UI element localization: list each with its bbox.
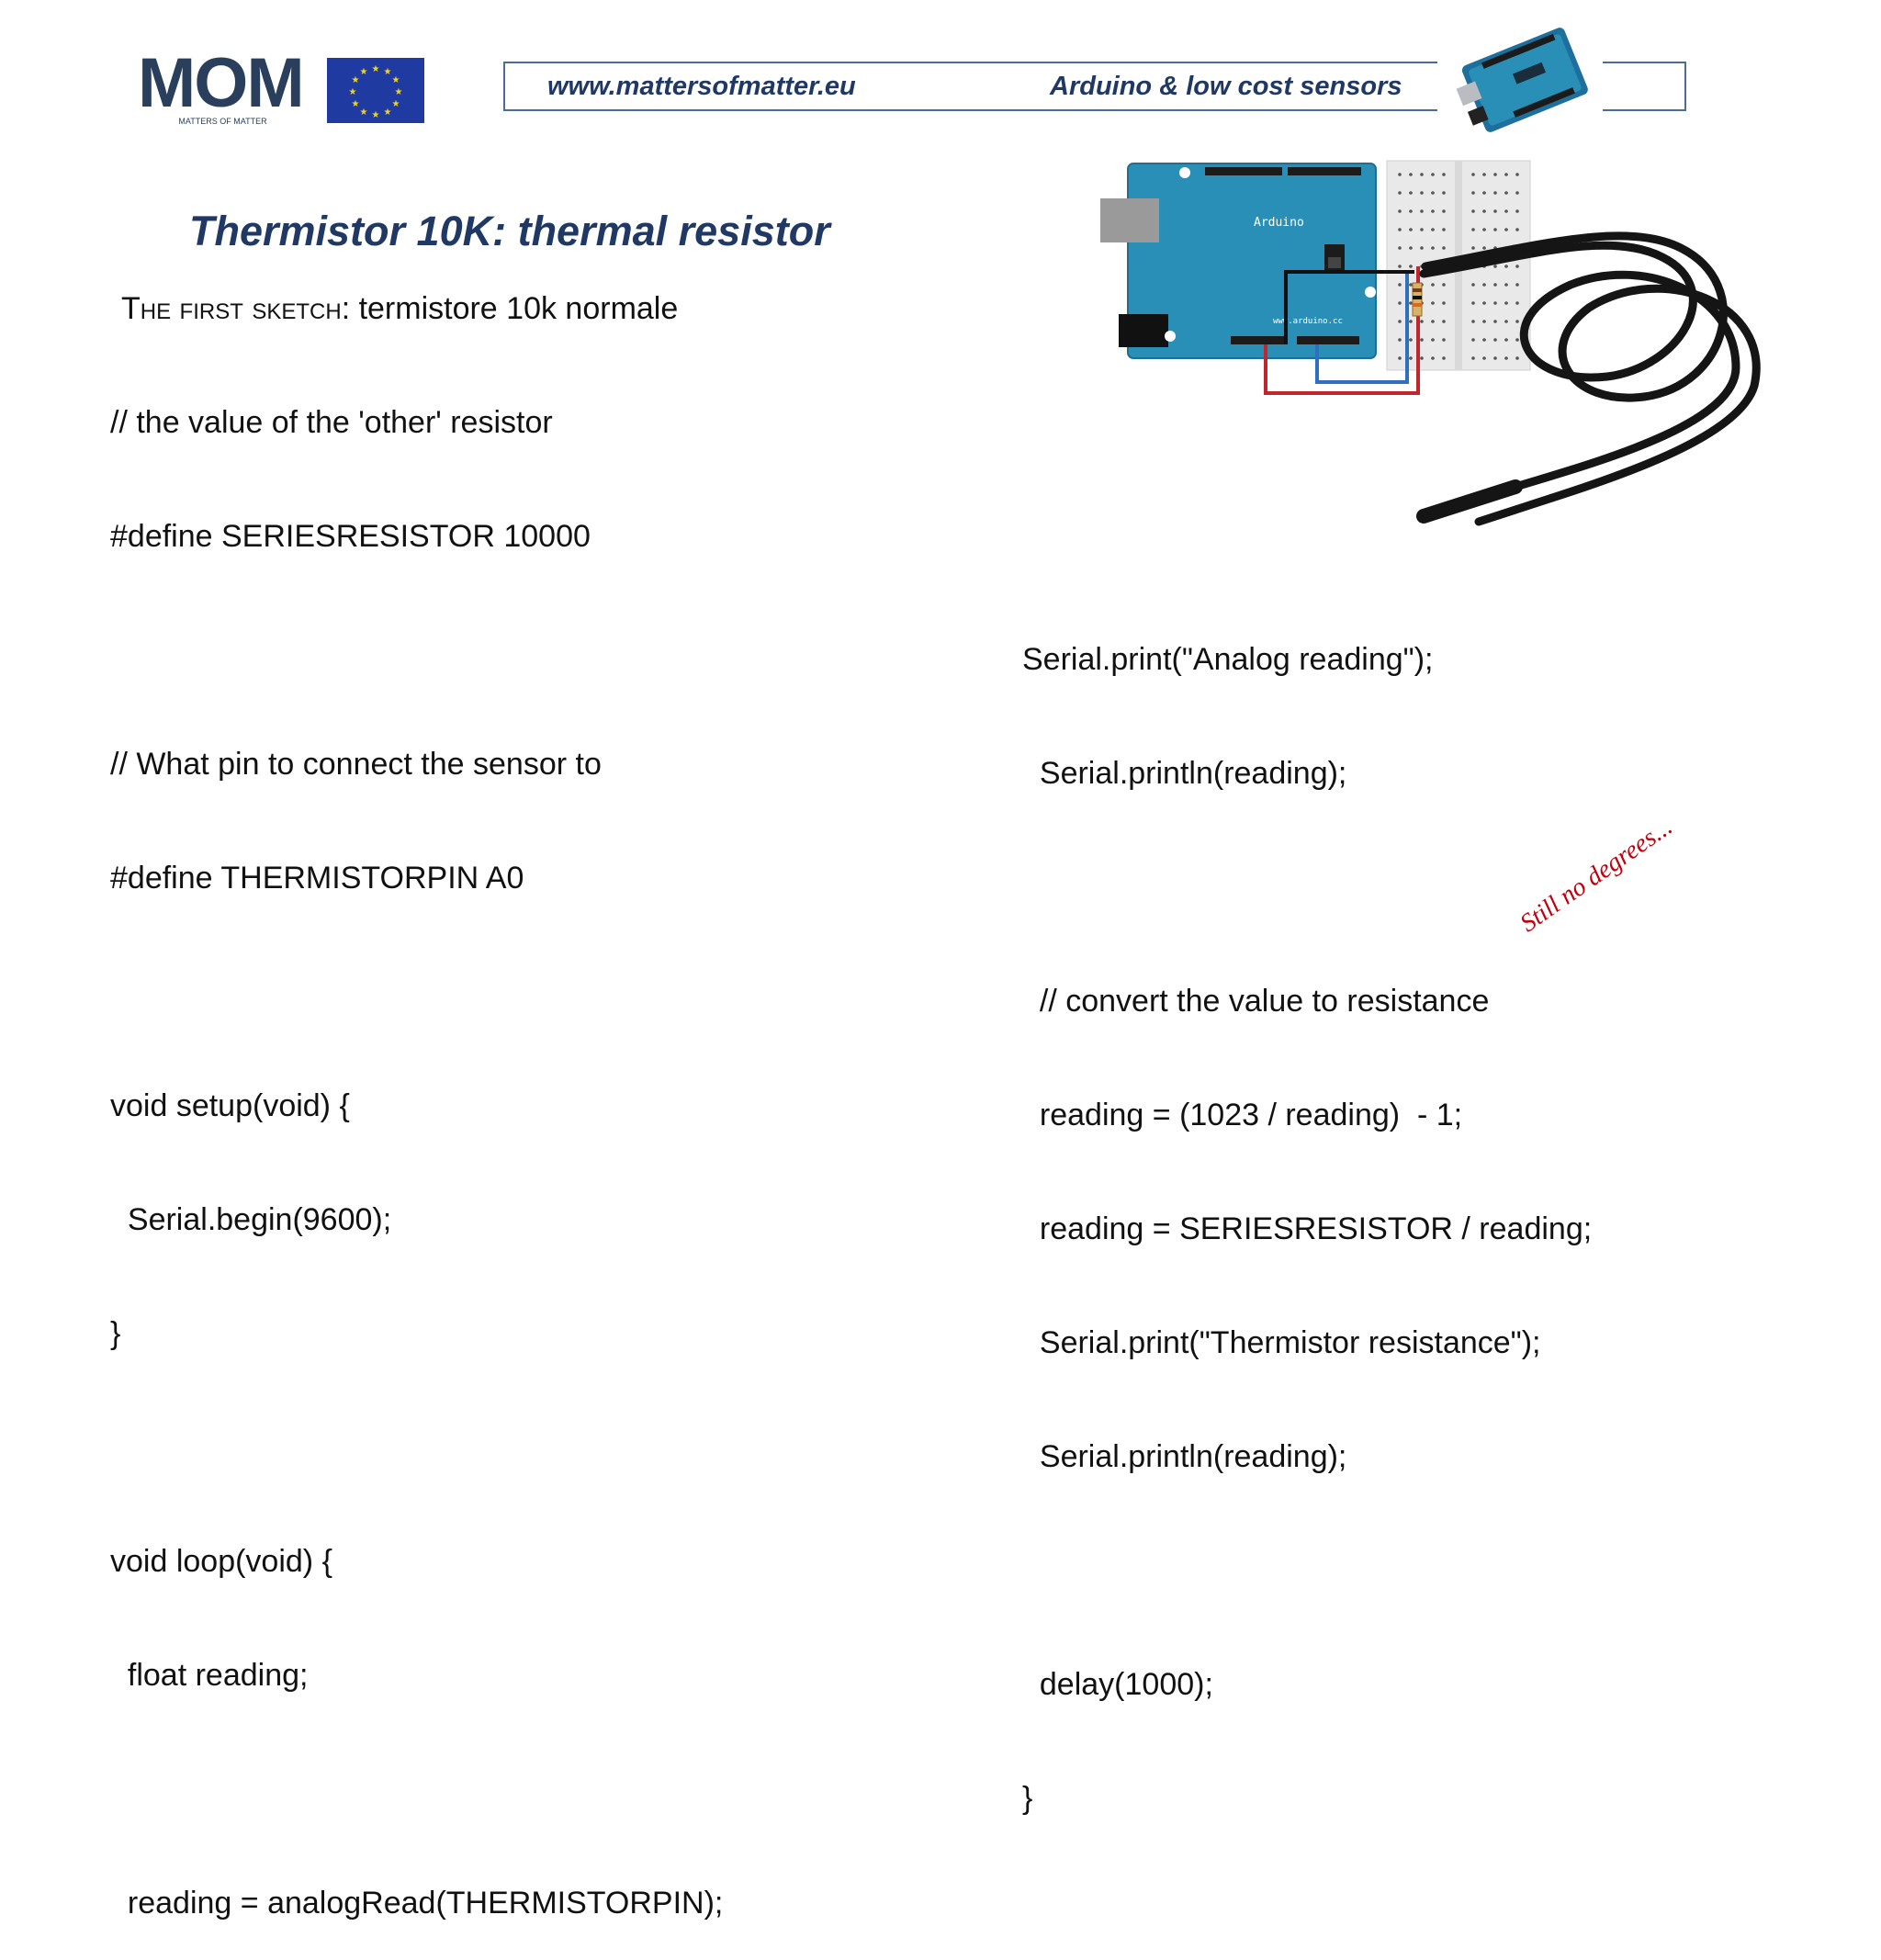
svg-text:★: ★ [352,99,360,109]
code-line: #define THERMISTORPIN A0 [110,861,524,896]
svg-text:★: ★ [352,75,360,85]
code-line: // the value of the 'other' resistor [110,405,553,440]
code-line: reading = SERIESRESISTOR / reading; [1022,1211,1593,1246]
code-line: reading = (1023 / reading) - 1; [1022,1098,1463,1132]
thermistor-probe [1416,231,1761,526]
svg-text:★: ★ [384,67,392,77]
mom-logo: MOM MATTERS OF MATTER [138,44,308,129]
code-line: // What pin to connect the sensor to [110,747,602,782]
code-line: float reading; [110,1658,309,1693]
svg-text:★: ★ [395,87,403,97]
code-line [110,971,723,1013]
code-line [110,629,723,671]
svg-text:★: ★ [372,110,380,120]
mom-logo-subtext: MATTERS OF MATTER [178,117,267,126]
code-line: // convert the value to resistance [1022,984,1490,1019]
code-line [110,1768,723,1810]
code-line: Serial.println(reading); [1022,1439,1347,1474]
code-line: } [110,1316,121,1351]
code-block-right: Serial.print("Analog reading"); Serial.p… [1022,567,1592,1855]
code-block-left: // the value of the 'other' resistor #de… [110,330,723,1960]
svg-text:★: ★ [392,99,400,109]
arduino-board: Arduino www.arduino.cc [1100,163,1377,359]
slide-title: Thermistor 10K: thermal resistor [189,208,830,254]
code-line: #define SERIESRESISTOR 10000 [110,519,591,554]
code-line: Serial.print("Analog reading"); [1022,642,1434,677]
code-line: void setup(void) { [110,1088,350,1123]
wires [1264,266,1420,395]
wiring-diagram: Arduino www.arduino.cc [1093,156,1828,542]
code-line: reading = analogRead(THERMISTORPIN); [110,1886,724,1921]
website-url[interactable]: www.mattersofmatter.eu [547,72,856,101]
code-line [1022,1549,1592,1592]
eu-flag-icon: ★ ★ ★ ★ ★ ★ ★ ★ ★ ★ ★ ★ [327,58,424,123]
board-url: www.arduino.cc [1273,317,1343,326]
code-line: Serial.print("Thermistor resistance"); [1022,1325,1541,1360]
svg-text:★: ★ [392,75,400,85]
arduino-board-photo [1437,11,1603,149]
sketch-heading-text: : termistore 10k normale [341,291,679,326]
code-line [1022,866,1592,908]
svg-text:★: ★ [372,64,380,74]
code-line: } [1022,1781,1033,1816]
code-line: Serial.println(reading); [1022,756,1347,791]
course-topic: Arduino & low cost sensors [1050,72,1402,101]
eu-stars-icon: ★ ★ ★ ★ ★ ★ ★ ★ ★ ★ ★ ★ [349,64,403,120]
sketch-heading-label: The first sketch [121,291,342,326]
svg-text:★: ★ [384,107,392,118]
svg-text:★: ★ [349,87,357,97]
sketch-heading: The first sketch: termistore 10k normale [121,287,678,330]
code-line: Serial.begin(9600); [110,1202,392,1237]
resistor [1412,282,1423,317]
code-line: delay(1000); [1022,1667,1213,1702]
svg-text:★: ★ [360,67,368,77]
mom-logo-text: MOM [138,44,305,122]
board-label: Arduino [1254,216,1304,230]
code-line [110,1426,723,1469]
code-line: void loop(void) { [110,1544,332,1579]
svg-text:★: ★ [360,107,368,118]
